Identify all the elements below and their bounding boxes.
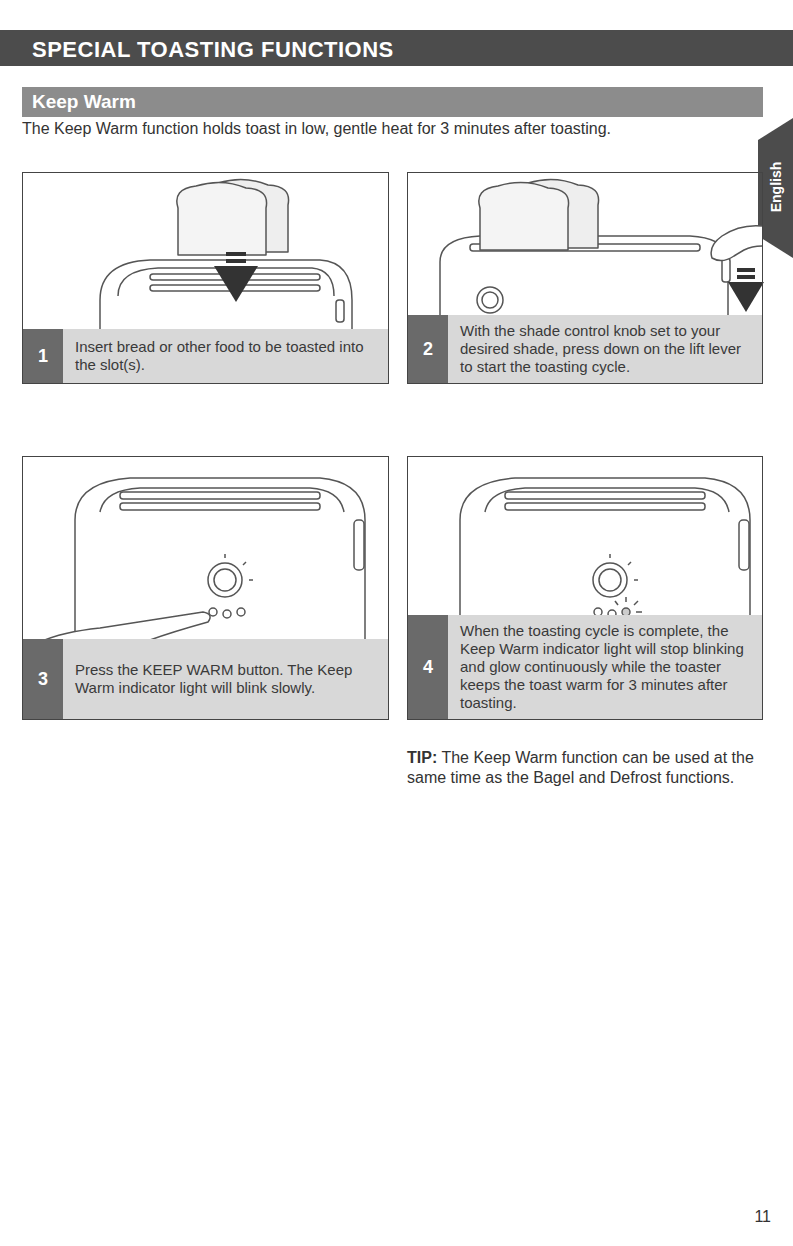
caption-band: 3 Press the KEEP WARM button. The Keep Wa… (23, 639, 388, 719)
step-number-box: 1 (23, 329, 63, 383)
title-band: SPECIAL TOASTING FUNCTIONS (0, 30, 793, 66)
language-tab-label: English (768, 162, 784, 213)
step-panel: 2 With the shade control knob set to your… (407, 172, 763, 384)
step-number: 3 (23, 669, 63, 690)
step-number: 4 (408, 657, 448, 678)
step-panel: 1 Insert bread or other food to be toaste… (22, 172, 389, 384)
step-caption: When the toasting cycle is complete, the… (460, 622, 752, 712)
section-band: Keep Warm (22, 87, 763, 117)
step-panel: 3 Press the KEEP WARM button. The Keep Wa… (22, 456, 389, 720)
step-number: 1 (23, 346, 63, 367)
step-panel: 4 When the toasting cycle is complete, th… (407, 456, 763, 720)
step-number-box: 4 (408, 615, 448, 719)
tip-text: The Keep Warm function can be used at th… (407, 749, 754, 786)
section-heading: Keep Warm (32, 91, 136, 113)
step-number-box: 2 (408, 315, 448, 383)
caption-band: 4 When the toasting cycle is complete, th… (408, 615, 762, 719)
tip-paragraph: TIP: The Keep Warm function can be used … (407, 748, 757, 788)
caption-band: 2 With the shade control knob set to your… (408, 315, 762, 383)
step-caption: Press the KEEP WARM button. The Keep War… (75, 661, 378, 697)
step-number-box: 3 (23, 639, 63, 719)
page-title: SPECIAL TOASTING FUNCTIONS (32, 37, 394, 63)
tip-heading: TIP: (407, 749, 437, 766)
step-caption: Insert bread or other food to be toasted… (75, 338, 378, 374)
page-number: 11 (754, 1208, 771, 1226)
intro-text: The Keep Warm function holds toast in lo… (22, 119, 757, 139)
step-caption: With the shade control knob set to your … (460, 322, 752, 376)
caption-band: 1 Insert bread or other food to be toaste… (23, 329, 388, 383)
step-number: 2 (408, 339, 448, 360)
